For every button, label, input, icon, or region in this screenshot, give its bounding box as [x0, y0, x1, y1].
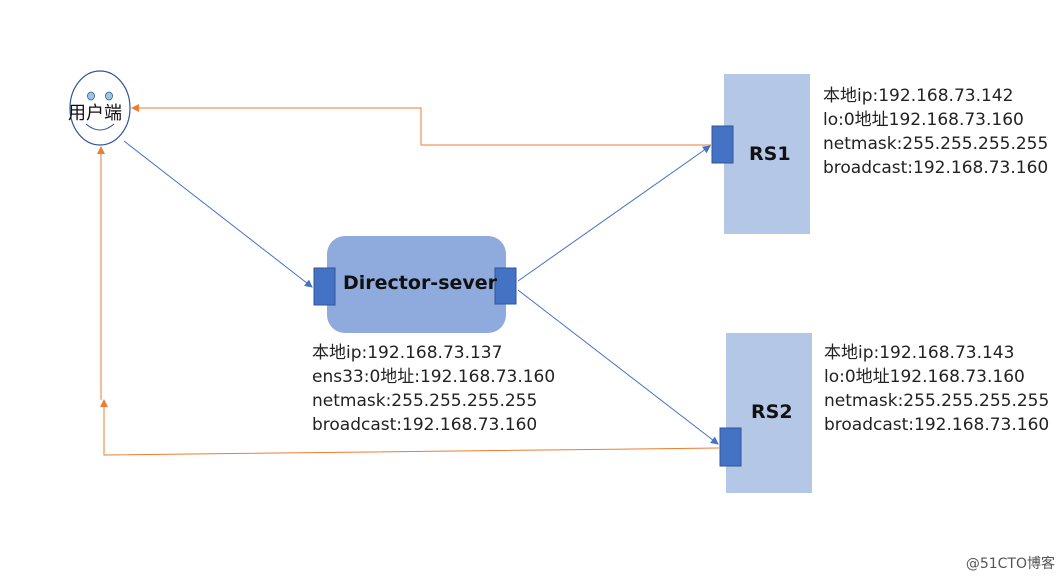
rs2-port	[719, 427, 742, 467]
director-box	[327, 236, 506, 333]
director-right-port	[494, 267, 517, 305]
rs1-info-line: broadcast:192.168.73.160	[823, 158, 1049, 178]
director-to-rs2-arrow	[517, 289, 719, 445]
director-info-line: netmask:255.255.255.255	[312, 391, 538, 411]
rs2-info-line: 本地ip:192.168.73.143	[824, 343, 1015, 363]
director-info: 本地ip:192.168.73.137 ens33:0地址:192.168.73…	[312, 341, 555, 437]
rs2-label: RS2	[751, 401, 793, 423]
rs2-info-line: netmask:255.255.255.255	[824, 391, 1050, 411]
director-to-rs1-arrow	[517, 145, 711, 282]
rs2-info-line: broadcast:192.168.73.160	[824, 415, 1050, 435]
watermark: @51CTO博客	[965, 556, 1055, 572]
rs1-box	[724, 74, 810, 234]
rs2-info-line: lo:0地址192.168.73.160	[824, 367, 1025, 387]
director-info-line: ens33:0地址:192.168.73.160	[312, 367, 556, 387]
director-info-line: 本地ip:192.168.73.137	[312, 343, 503, 363]
client-smile	[85, 123, 115, 131]
client-left-eye	[87, 91, 95, 101]
client-face-icon	[69, 70, 131, 146]
director-label: Director-sever	[343, 272, 498, 294]
rs1-info-line: lo:0地址192.168.73.160	[823, 110, 1024, 130]
rs1-info-line: 本地ip:192.168.73.142	[823, 86, 1014, 106]
rs1-info-line: netmask:255.255.255.255	[823, 134, 1049, 154]
client-node	[69, 70, 131, 146]
rs1-port	[711, 125, 734, 164]
rs2-info: 本地ip:192.168.73.143 lo:0地址192.168.73.160…	[824, 341, 1049, 437]
client-to-director-arrow	[123, 140, 313, 288]
director-left-port	[313, 267, 336, 306]
rs1-to-client-arrow	[131, 104, 711, 146]
client-label: 用户端	[68, 103, 122, 124]
rs1-label: RS1	[749, 143, 791, 165]
rs1-info: 本地ip:192.168.73.142 lo:0地址192.168.73.160…	[823, 84, 1048, 180]
client-right-eye	[105, 91, 113, 101]
director-info-line: broadcast:192.168.73.160	[312, 415, 538, 435]
rs2-to-client-arrow	[100, 399, 720, 456]
